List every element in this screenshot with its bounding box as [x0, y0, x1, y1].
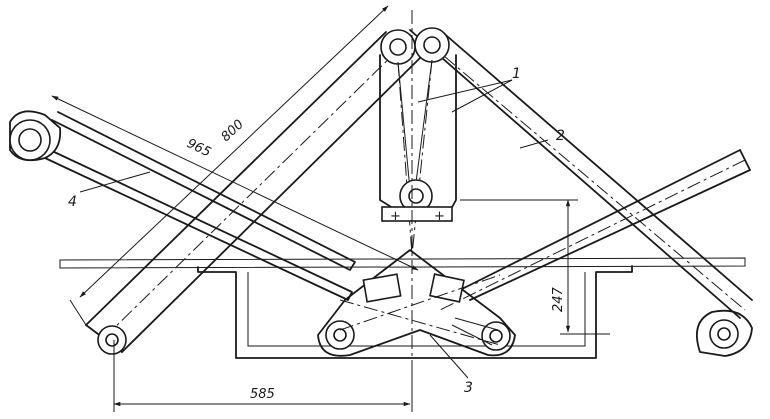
- arm-left-diagonal: [85, 31, 421, 355]
- label-part-1: 1: [512, 66, 521, 82]
- dim-965: 965: [184, 136, 213, 160]
- label-part-3: 3: [464, 380, 473, 396]
- svg-text:+: +: [390, 209, 401, 224]
- dim-247: 247: [551, 286, 566, 312]
- arm-2: [409, 29, 753, 357]
- dimension-lines: [51, 5, 610, 412]
- lever-3: [317, 249, 516, 357]
- arm-4: [9, 110, 356, 301]
- label-part-2: 2: [556, 128, 565, 144]
- dim-800: 800: [218, 117, 246, 145]
- arm-right-diagonal: [439, 149, 751, 311]
- leader-lines: [79, 79, 549, 379]
- dim-585: 585: [250, 387, 275, 402]
- svg-text:+: +: [434, 209, 445, 224]
- top-pivots: [380, 27, 450, 65]
- base-frame: [59, 257, 746, 359]
- label-part-4: 4: [68, 194, 77, 210]
